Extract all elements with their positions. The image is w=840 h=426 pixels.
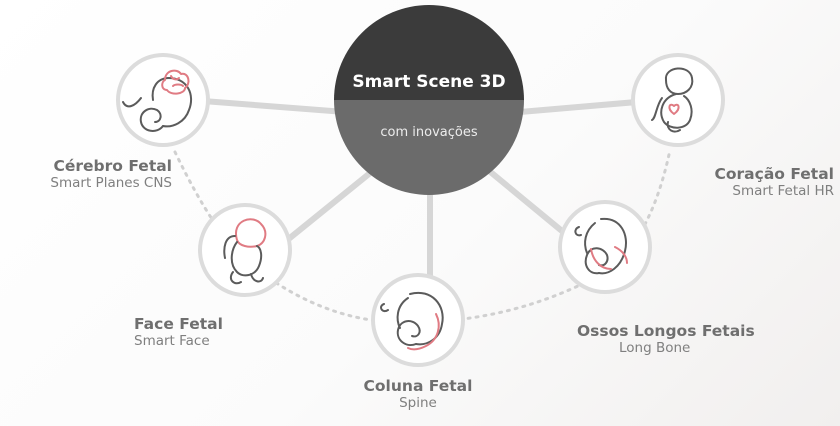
label-face: Face Fetal Smart Face <box>134 315 223 349</box>
center-title: Smart Scene 3D <box>352 72 506 92</box>
fetus-brain-icon <box>122 69 193 132</box>
fetus-spine-icon <box>380 291 444 351</box>
node-coracao <box>631 53 725 147</box>
node-title: Coração Fetal <box>714 165 834 183</box>
center-hub <box>334 5 524 195</box>
fetus-long-bone-icon <box>574 217 628 275</box>
node-title: Ossos Longos Fetais <box>577 322 755 340</box>
node-subtitle: Long Bone <box>619 339 691 356</box>
node-subtitle: Smart Face <box>134 332 210 349</box>
node-subtitle: Smart Fetal HR <box>732 182 834 199</box>
fetus-heart-icon <box>651 67 694 133</box>
node-ossos <box>558 200 652 294</box>
connector-cerebro <box>187 97 348 115</box>
center-subtitle: com inovações <box>380 125 478 140</box>
center-hub-bottom <box>334 100 524 195</box>
node-cerebro <box>116 53 210 147</box>
label-coracao: Coração Fetal Smart Fetal HR <box>714 165 834 199</box>
node-subtitle: Smart Planes CNS <box>50 174 172 191</box>
node-title: Cérebro Fetal <box>53 157 172 175</box>
node-face <box>198 203 292 297</box>
node-subtitle: Spine <box>399 394 437 411</box>
center-hub-top <box>334 5 524 100</box>
connector-face <box>272 162 383 253</box>
label-cerebro: Cérebro Fetal Smart Planes CNS <box>50 157 172 191</box>
node-coluna <box>371 273 465 367</box>
node-title: Face Fetal <box>134 315 223 333</box>
label-ossos: Ossos Longos Fetais Long Bone <box>577 322 755 356</box>
node-title: Coluna Fetal <box>363 377 473 395</box>
label-coluna: Coluna Fetal Spine <box>343 377 493 411</box>
fetus-face-icon <box>223 218 267 285</box>
